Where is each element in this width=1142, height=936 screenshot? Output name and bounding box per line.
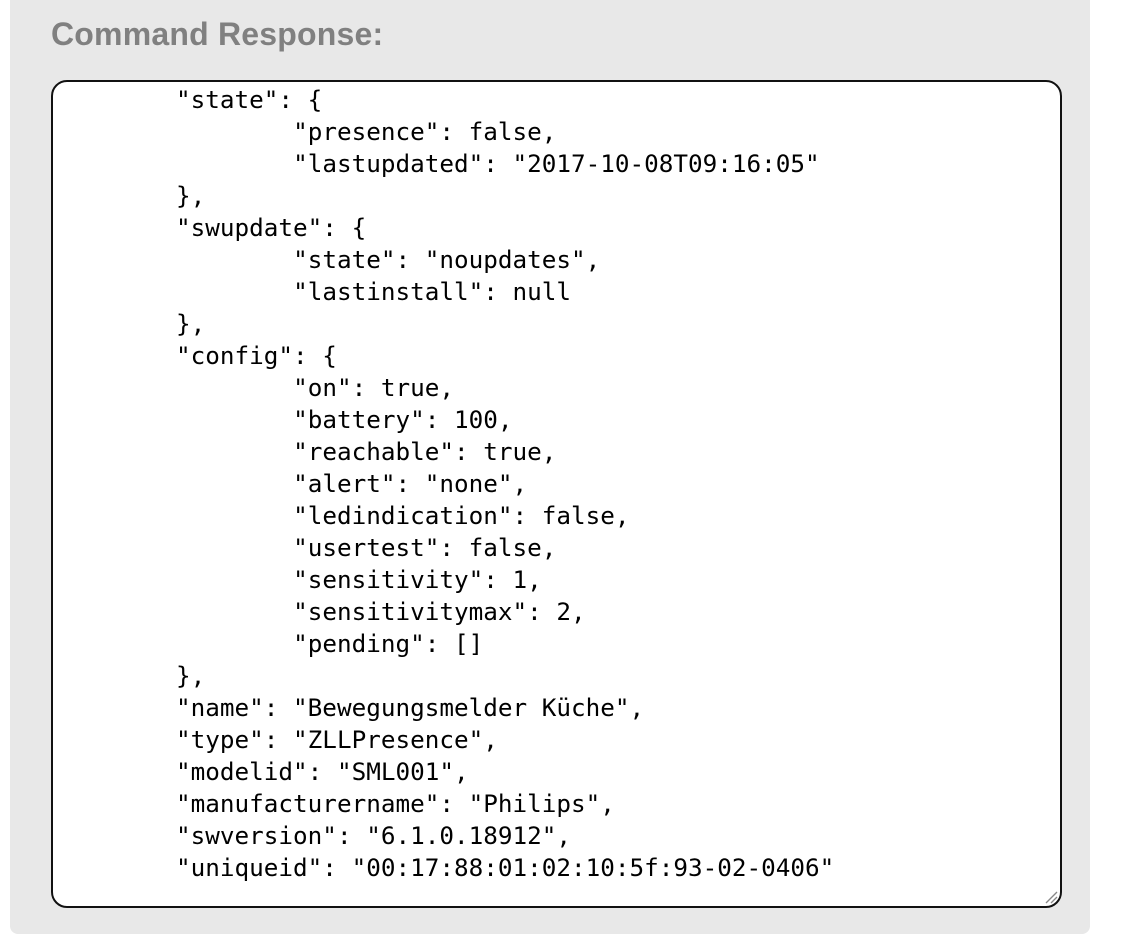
response-line: "state": "noupdates", — [59, 245, 601, 274]
response-line: "lastupdated": "2017-10-08T09:16:05" — [59, 149, 820, 178]
response-line: "config": { — [59, 341, 337, 370]
response-line: }, — [59, 181, 206, 210]
response-line: }, — [59, 309, 206, 338]
response-line: "state": { — [59, 85, 323, 114]
resize-grip-icon[interactable] — [1044, 890, 1058, 904]
response-line: "ledindication": false, — [59, 501, 630, 530]
response-line: "swversion": "6.1.0.18912", — [59, 821, 571, 850]
response-line: "lastinstall": null — [59, 277, 571, 306]
response-line: "modelid": "SML001", — [59, 757, 469, 786]
response-line: "uniqueid": "00:17:88:01:02:10:5f:93-02-… — [59, 853, 835, 882]
response-line: "sensitivity": 1, — [59, 565, 542, 594]
response-line: "manufacturername": "Philips", — [59, 789, 615, 818]
response-line: "presence": false, — [59, 117, 557, 146]
response-line: }, — [59, 661, 206, 690]
response-line: "swupdate": { — [59, 213, 367, 242]
response-line: "name": "Bewegungsmelder Küche", — [59, 693, 645, 722]
response-line: "sensitivitymax": 2, — [59, 597, 586, 626]
response-line: "on": true, — [59, 373, 454, 402]
response-json: { "state": { "presence": false, "lastupd… — [59, 82, 835, 884]
response-line: "usertest": false, — [59, 533, 557, 562]
response-line: "pending": [] — [59, 629, 484, 658]
response-line: "battery": 100, — [59, 405, 513, 434]
command-response-textarea[interactable]: { "state": { "presence": false, "lastupd… — [51, 80, 1062, 908]
response-line: "type": "ZLLPresence", — [59, 725, 498, 754]
response-line: "reachable": true, — [59, 437, 557, 466]
section-title: Command Response: — [51, 16, 384, 52]
response-line: "alert": "none", — [59, 469, 528, 498]
